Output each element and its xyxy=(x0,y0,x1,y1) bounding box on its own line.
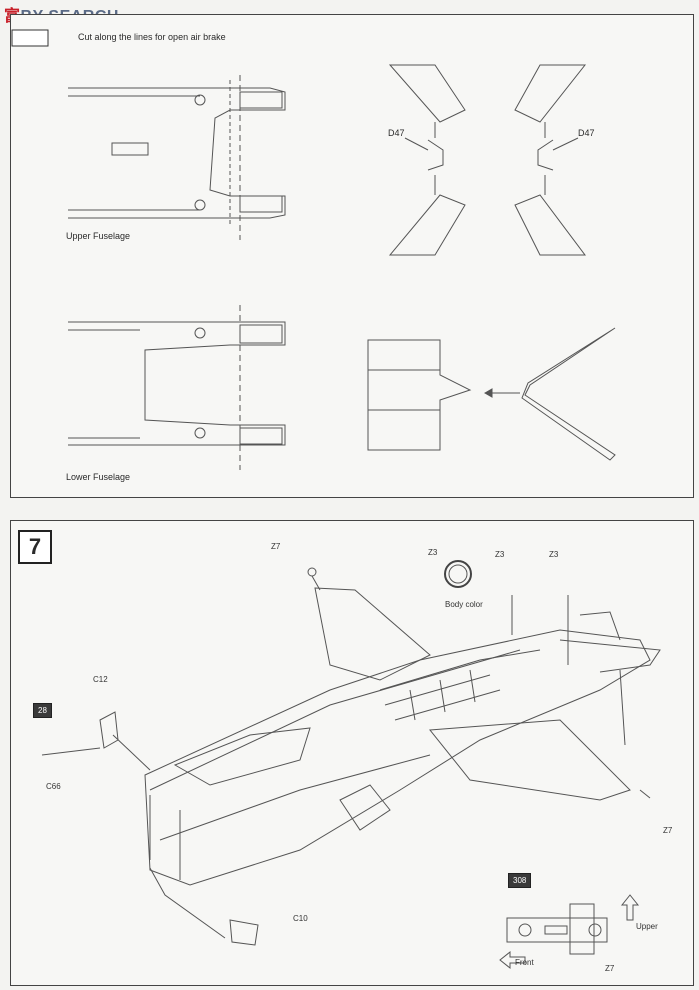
body-color-label: Body color xyxy=(445,600,483,609)
paint-code-28-tag: 28 xyxy=(33,703,52,718)
orientation-upper-label: Upper xyxy=(636,922,658,931)
part-z7-bottom-label: Z7 xyxy=(605,964,615,973)
air-brake-panel xyxy=(10,14,694,498)
part-z3-c-label: Z3 xyxy=(549,550,559,559)
upper-fuselage-label: Upper Fuselage xyxy=(66,231,131,241)
step-number-box: 7 xyxy=(18,530,52,564)
step-7-panel xyxy=(10,520,694,986)
part-z3-b-label: Z3 xyxy=(495,550,505,559)
part-d47-right-label: D47 xyxy=(578,128,595,138)
part-z3-a-label: Z3 xyxy=(428,548,438,557)
cut-instruction-text: Cut along the lines for open air brake xyxy=(78,32,226,42)
part-z7-top-label: Z7 xyxy=(271,542,281,551)
part-c10-label: C10 xyxy=(293,914,308,923)
orientation-front-label: Front xyxy=(515,958,534,967)
paint-code-308-tag: 308 xyxy=(508,873,532,888)
part-c12-label: C12 xyxy=(93,675,108,684)
part-z7-right-label: Z7 xyxy=(663,826,673,835)
part-c66-label: C66 xyxy=(46,782,61,791)
cut-symbol xyxy=(11,29,49,47)
lower-fuselage-label: Lower Fuselage xyxy=(66,472,131,482)
part-d47-left-label: D47 xyxy=(388,128,405,138)
